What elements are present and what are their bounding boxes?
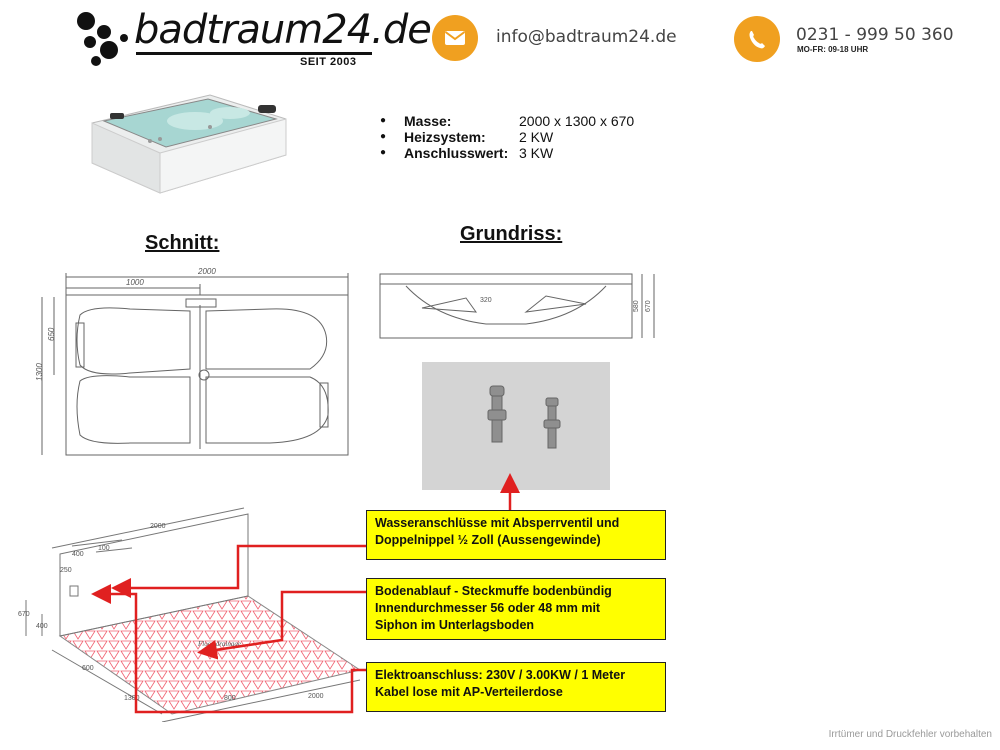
spec-row: ● Masse: 2000 x 1300 x 670 [380,113,634,129]
install-dim-label: 400 [72,551,84,558]
floor-drainage-label: Floor drainage [197,640,241,648]
phone-number[interactable]: 0231 - 999 50 360 [796,25,954,45]
top-view-drawing: 2000 1000 650 1300 [35,267,349,456]
install-dim-label: 600 [82,665,94,672]
spec-label: Heizsystem: [404,129,486,145]
callout-floor-drain: Bodenablauf - Steckmuffe bodenbündig Inn… [366,578,666,640]
spec-label: Masse: [404,113,452,129]
callout-line: Innendurchmesser 56 oder 48 mm mit [375,601,601,615]
footer-disclaimer: Irrtümer und Druckfehler vorbehalten [828,729,992,740]
dim-width-label: 2000 [197,267,216,276]
spec-value: 2000 x 1300 x 670 [519,113,635,129]
phone-hours: MO-FR: 09-18 UHR [797,45,869,54]
spec-value: 2 KW [519,129,554,145]
side-dim-label: 580 [633,300,640,312]
callout-line: Elektroanschluss: 230V / 3.00KW / 1 Mete… [375,668,626,682]
side-dim-label: 670 [645,300,652,312]
callout-water-connection: Wasseranschlüsse mit Absperrventil und D… [366,510,666,560]
install-dim-label: 100 [98,545,110,552]
dim-half-label: 1000 [126,278,144,287]
email-badge[interactable] [432,15,478,61]
callout-line: Kabel lose mit AP-Verteilerdose [375,685,563,699]
logo-tagline: SEIT 2003 [300,56,357,68]
install-dim-label: 250 [60,567,72,574]
phone-icon [749,31,765,49]
dim-depth-label: 650 [47,327,56,341]
bathtub-photo [91,94,287,194]
install-dim-label: 400 [36,623,48,630]
bullet-icon: ● [380,147,387,158]
spec-row: ● Heizsystem: 2 KW [380,129,634,145]
bullet-icon: ● [380,131,387,142]
logo-dots [77,12,128,66]
install-dim-label: 670 [18,611,30,618]
callout-line: Bodenablauf - Steckmuffe bodenbündig [375,584,612,598]
heading-schnitt: Schnitt: [145,232,220,254]
dim-total-depth-label: 1300 [35,363,44,381]
email-address[interactable]: info@badtraum24.de [496,27,677,47]
side-view-drawing: 320 580 670 [379,273,655,339]
spec-list: ● Masse: 2000 x 1300 x 670 ● Heizsystem:… [380,113,634,161]
water-connection-photo [422,362,610,490]
install-dim-label: 2000 [150,523,166,530]
callout-line: Wasseranschlüsse mit Absperrventil und [375,516,620,530]
envelope-icon [444,31,466,45]
spec-label: Anschlusswert: [404,145,509,161]
heading-grundriss: Grundriss: [460,223,563,245]
callout-line: Doppelnippel ½ Zoll (Aussengewinde) [375,533,601,547]
callout-line: Siphon im Unterlagsboden [375,618,535,632]
side-dim-label: 320 [480,297,492,304]
install-dim-label: 2000 [308,693,324,700]
install-dim-label: 800 [224,695,236,702]
install-dim-label: 1300 [124,695,140,702]
logo-wordmark[interactable]: badtraum24.de [134,7,432,53]
installation-drawing: 2000 400 100 250 670 400 600 800 2000 13… [18,507,362,722]
bullet-icon: ● [380,115,387,126]
logo-underline [136,52,372,55]
spec-row: ● Anschlusswert: 3 KW [380,145,634,161]
spec-value: 3 KW [519,145,554,161]
phone-badge[interactable] [734,16,780,62]
callout-electric-connection: Elektroanschluss: 230V / 3.00KW / 1 Mete… [366,662,666,712]
